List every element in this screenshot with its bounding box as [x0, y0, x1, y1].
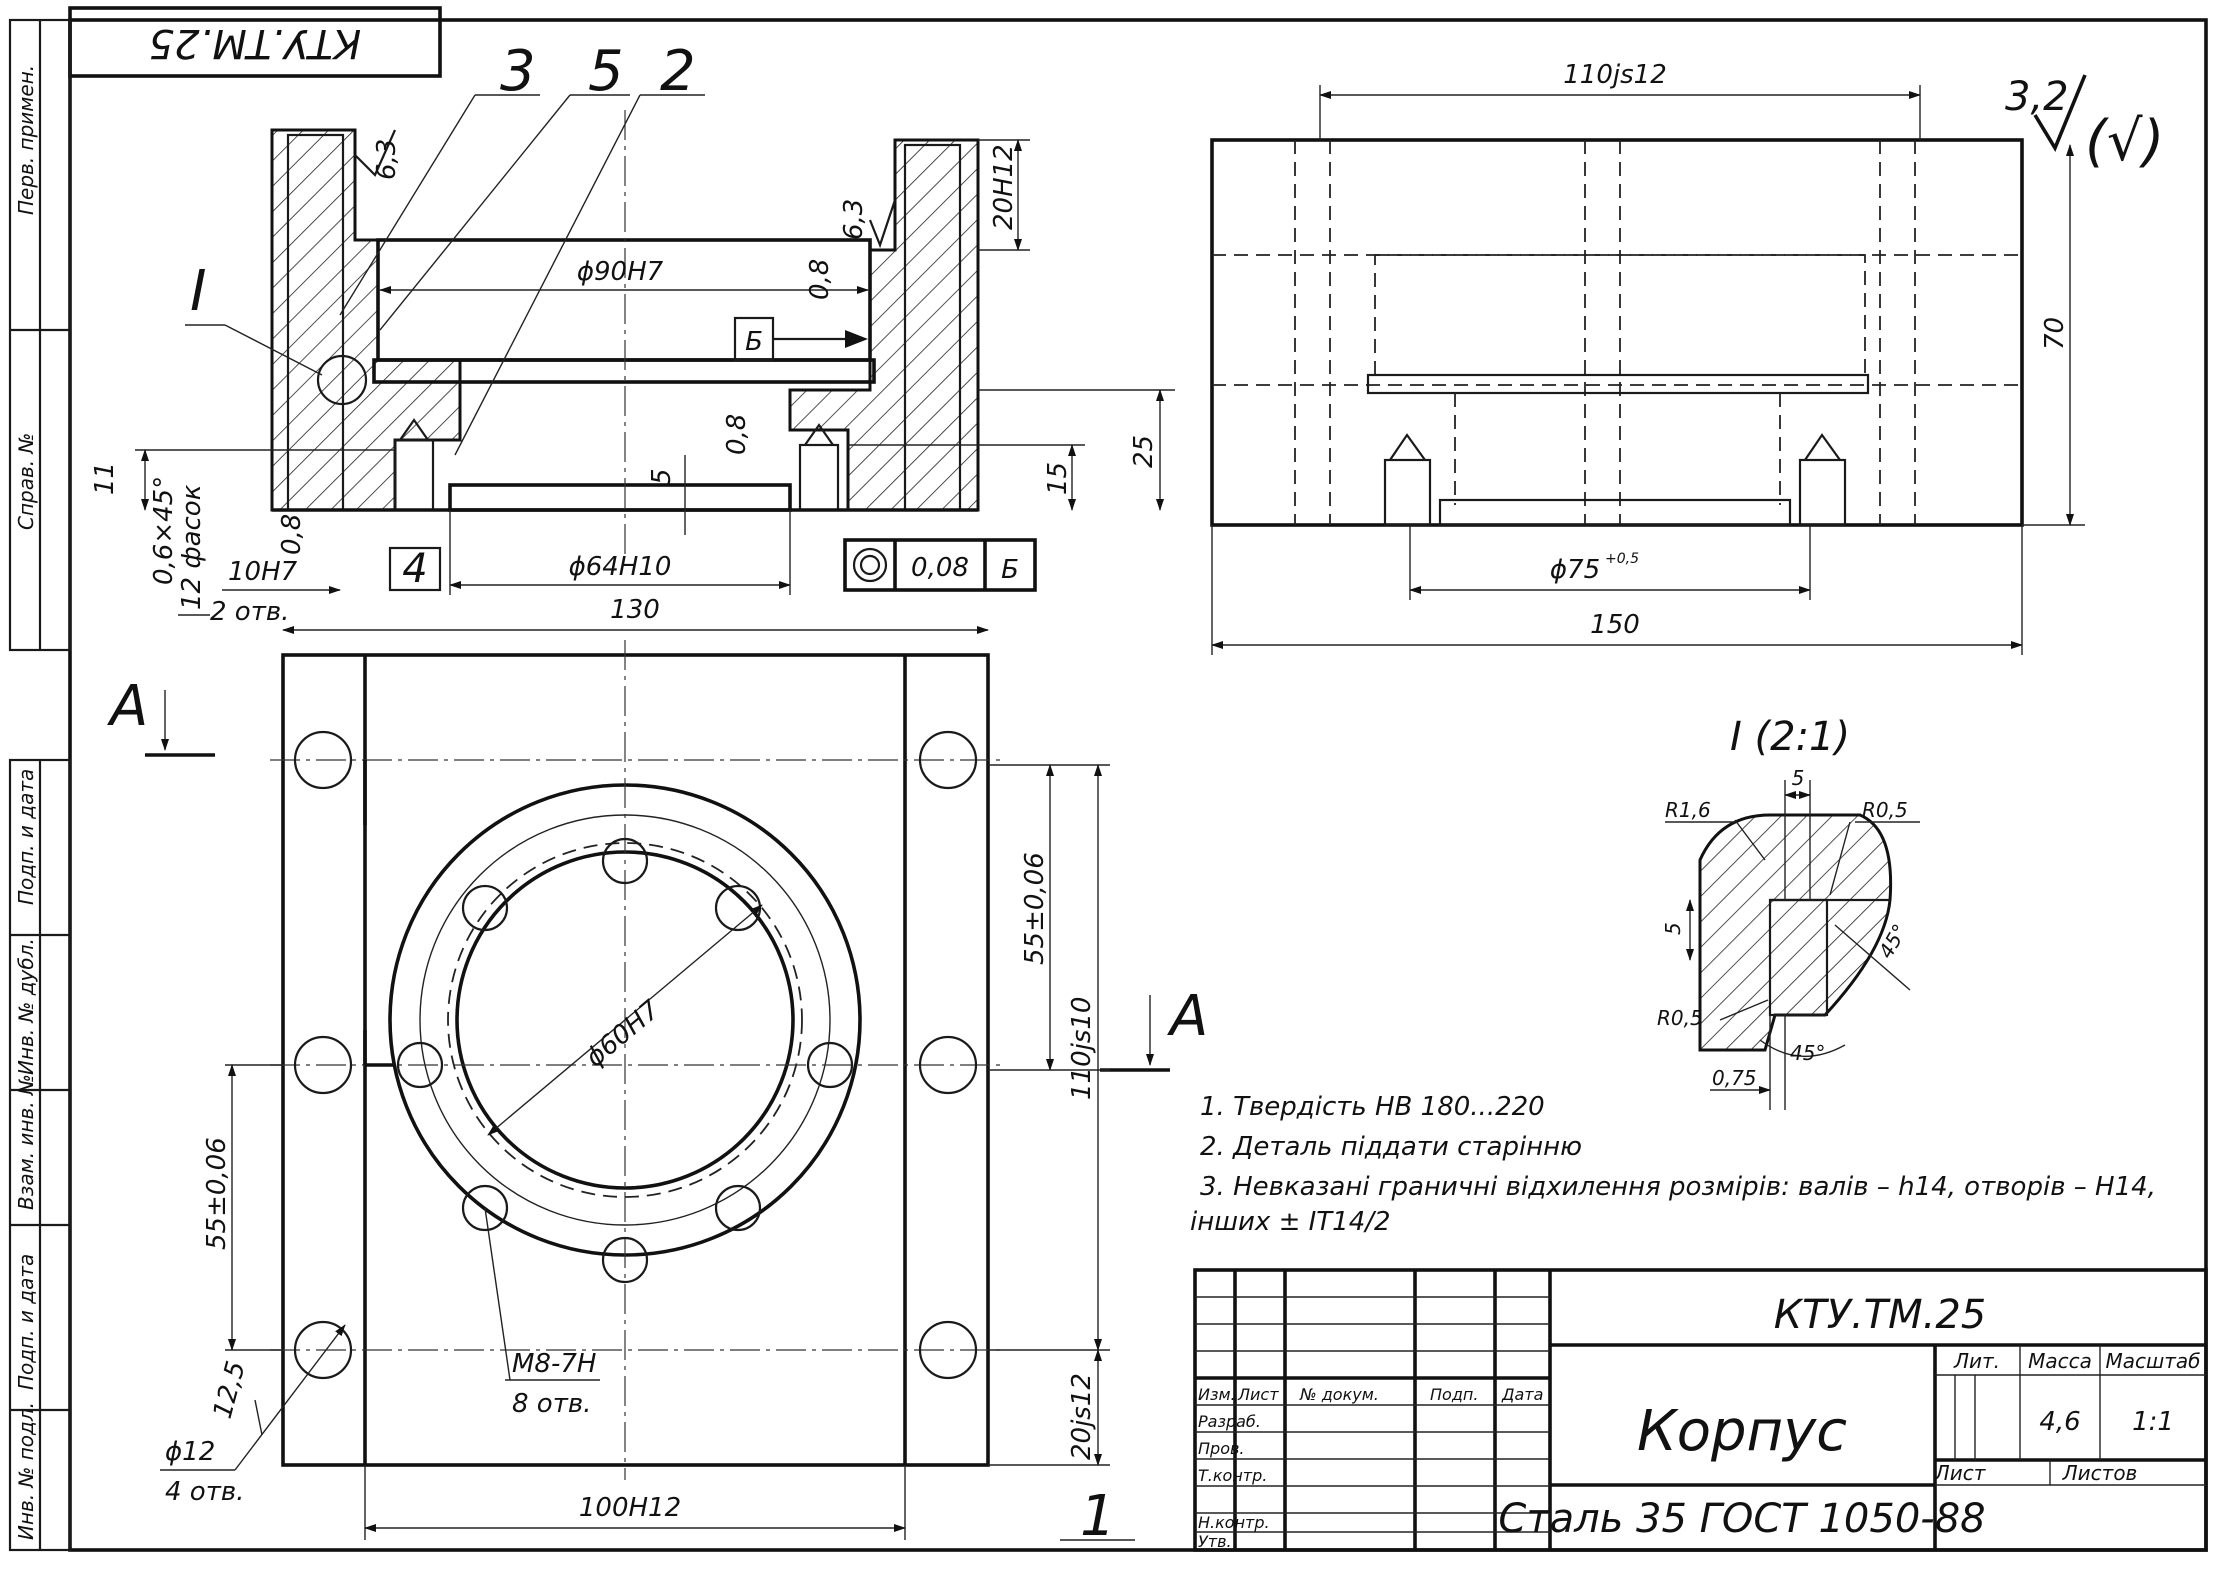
base-letter-b: Б: [745, 327, 763, 357]
dim-bore-90: ϕ90H7: [577, 257, 664, 287]
dim-100h12: 100H12: [579, 1493, 681, 1523]
tb-row-nkontr: Н.контр.: [1198, 1513, 1270, 1532]
dim-11: 11: [90, 462, 120, 495]
tb-mass-value: 4,6: [2039, 1407, 2080, 1437]
detail-dim-0-75: 0,75: [1712, 1066, 1757, 1090]
dim-15: 15: [1043, 462, 1073, 495]
note-3: 3. Невказані граничні відхилення розмірі…: [1200, 1172, 2156, 1202]
roughness-6-3-right: 6,3: [839, 199, 869, 240]
tb-row-utv: Утв.: [1198, 1532, 1232, 1551]
tolerance-frame: [843, 538, 1037, 592]
dim-75: ϕ75: [1550, 555, 1600, 585]
tolerance-base: Б: [1001, 555, 1019, 585]
roughness-0-8-a: 0,8: [805, 259, 835, 300]
plan-view: [270, 640, 1000, 1480]
dim-12: ϕ12: [165, 1437, 215, 1467]
thread-count: 8 отв.: [512, 1389, 591, 1419]
dim-60h7: ϕ60H7: [580, 995, 666, 1074]
tb-listov: Листов: [2062, 1461, 2138, 1485]
dim-130: 130: [610, 595, 660, 625]
side-stamp: [8, 18, 72, 1552]
detail-angle-45-b: 45°: [1790, 1041, 1825, 1065]
tb-col-podp: Подп.: [1430, 1385, 1478, 1404]
hole-fit-10h7: 10H7: [228, 557, 298, 587]
dim-5-section: 5: [647, 468, 677, 485]
roughness-0-8-c: 0,8: [277, 514, 307, 555]
detail-r05-top: R0,5: [1862, 798, 1908, 822]
roughness-general: 3,2: [2005, 74, 2069, 120]
hole-count-2: 2 отв.: [210, 597, 289, 627]
note-2: 2. Деталь піддати старінню: [1200, 1132, 1582, 1162]
mirrored-code-text: КТУ.ТМ.25: [149, 20, 361, 66]
section-mark-a-left: А: [107, 674, 148, 739]
callout-3: 3: [500, 39, 536, 104]
dim-64h10: ϕ64H10: [569, 552, 672, 582]
note-3-cont: інших ± IT14/2: [1190, 1207, 1391, 1237]
tb-massa: Масса: [2028, 1349, 2092, 1373]
front-view: [1210, 138, 2024, 527]
dim-110js10: 110js10: [1067, 997, 1097, 1100]
dim-55-left: 55±0,06: [202, 1137, 232, 1250]
roughness-general-note: (√): [2085, 109, 2164, 174]
chamfer-note: 0,6×45°: [149, 476, 179, 585]
roughness-6-3-left: 6,3: [372, 139, 402, 180]
stamp-inv-dubl: Инв. № дубл.: [14, 938, 38, 1075]
dim-55-top: 55±0,06: [1020, 852, 1050, 965]
stamp-inv-podl: Инв. № подл.: [14, 1402, 38, 1540]
tb-col-data: Дата: [1501, 1385, 1543, 1404]
stamp-perv-primen: Перв. примен.: [14, 65, 38, 215]
tb-row-prov: Пров.: [1198, 1439, 1245, 1458]
sheet-mark-1: 1: [1080, 1484, 1116, 1549]
section-mark-a-right: А: [1167, 984, 1208, 1049]
detail-dim-5-top: 5: [1792, 766, 1805, 790]
tolerance-value: 0,08: [911, 553, 969, 583]
detail-view: [1698, 780, 1893, 1110]
stamp-podp-data-1: Подп. и дата: [14, 769, 38, 905]
dim-150: 150: [1590, 610, 1640, 640]
dim-25: 25: [1129, 435, 1159, 468]
tb-row-tkontr: Т.контр.: [1198, 1466, 1267, 1485]
dim-20js12: 20js12: [1067, 1373, 1097, 1460]
stamp-podp-data-2: Подп. и дата: [14, 1254, 38, 1390]
detail-dim-5-side: 5: [1661, 922, 1685, 935]
section-view: [270, 110, 980, 560]
dim-110js12: 110js12: [1563, 60, 1666, 90]
tb-masshtab: Масштаб: [2105, 1349, 2200, 1373]
title-part-name: Корпус: [1637, 1399, 1847, 1464]
stamp-sprav-no: Справ. №: [14, 433, 38, 530]
tb-col-list: Лист: [1237, 1385, 1279, 1404]
callout-I: I: [190, 259, 207, 324]
thread-m8: M8-7H: [512, 1349, 596, 1379]
dim-75-tolerance: +0,5: [1605, 551, 1639, 567]
hole-count-4: 4 отв.: [165, 1477, 244, 1507]
dim-12-5: 12,5: [208, 1358, 252, 1422]
tb-row-razrab: Разраб.: [1198, 1412, 1261, 1431]
title-block: [1193, 1268, 2208, 1552]
detail-r05-bottom: R0,5: [1657, 1006, 1703, 1030]
tb-col-izm: Изм.: [1198, 1385, 1236, 1404]
tb-col-docum: № докум.: [1299, 1385, 1379, 1404]
technical-notes: 1. Твердість НВ 180...220 2. Деталь підд…: [1190, 1092, 2156, 1237]
detail-title: I (2:1): [1730, 714, 1850, 760]
stamp-vzam-inv: Взам. инв. №: [14, 1074, 38, 1210]
dim-20h12: 20H12: [989, 144, 1019, 230]
dim-70: 70: [2040, 317, 2070, 350]
detail-r16: R1,6: [1665, 798, 1711, 822]
tb-scale-value: 1:1: [2132, 1407, 2174, 1437]
callout-4: 4: [402, 546, 427, 592]
tb-list: Лист: [1934, 1461, 1987, 1485]
note-1: 1. Твердість НВ 180...220: [1200, 1092, 1545, 1122]
callout-5: 5: [588, 39, 624, 104]
roughness-0-8-b: 0,8: [722, 414, 752, 455]
title-material: Сталь 35 ГОСТ 1050-88: [1498, 1496, 1985, 1542]
title-code: КТУ.ТМ.25: [1774, 1292, 1986, 1338]
tb-lit: Лит.: [1953, 1349, 2000, 1373]
chamfer-count: 12 фасок: [177, 484, 207, 610]
callout-2: 2: [660, 39, 696, 104]
